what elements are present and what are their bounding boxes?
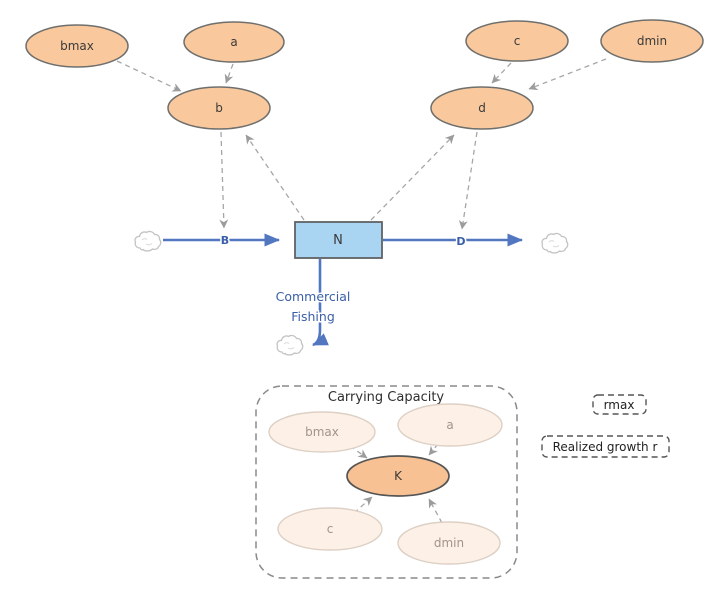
variable-a[interactable]: a xyxy=(183,21,285,63)
variable-c-label: c xyxy=(514,34,521,48)
link-d-to-outflow[interactable] xyxy=(458,131,478,230)
variable-d-label: d xyxy=(478,101,486,115)
cc-variable-bmax[interactable]: bmax xyxy=(268,411,376,453)
outflow-label[interactable]: D xyxy=(455,234,467,250)
cc-variable-a-label: a xyxy=(446,418,453,432)
stock-label: N xyxy=(333,233,343,248)
link-dmin-to-d[interactable] xyxy=(528,58,607,91)
variable-a-label: a xyxy=(230,35,237,49)
link-b-to-inflow[interactable] xyxy=(219,131,229,229)
link-stock-to-d[interactable] xyxy=(370,134,455,221)
carrying-capacity-title: Carrying Capacity xyxy=(328,390,445,405)
fishing-pipe[interactable] xyxy=(312,259,329,347)
legend-realized-growth-label: Realized growth r xyxy=(553,440,658,454)
inflow-label[interactable]: B xyxy=(219,233,230,249)
variable-b[interactable]: b xyxy=(167,86,271,130)
link-bmax-to-b[interactable] xyxy=(116,60,182,92)
legend-rmax-box[interactable] xyxy=(592,394,647,415)
cc-variable-k[interactable]: K xyxy=(346,455,450,497)
cc-variable-k-label: K xyxy=(394,469,403,483)
influence-links xyxy=(116,58,607,230)
stock-rect[interactable] xyxy=(294,221,383,259)
variable-bmax[interactable]: bmax xyxy=(25,24,129,68)
variable-dmin-label: dmin xyxy=(637,34,667,48)
source-cloud-icon xyxy=(134,230,162,252)
carrying-capacity-panel: Carrying Capacity bmax a K c dmin xyxy=(255,385,518,579)
legend-realized-growth-box[interactable] xyxy=(541,435,670,458)
link-a-to-b[interactable] xyxy=(224,63,234,84)
legend-realized-growth[interactable]: Realized growth r xyxy=(541,435,670,458)
cc-variable-a[interactable]: a xyxy=(397,403,503,447)
fishing-flow-label-line2[interactable]: Fishing xyxy=(290,308,337,326)
cc-variable-c[interactable]: c xyxy=(277,507,383,551)
legend-rmax-label: rmax xyxy=(604,398,635,412)
variable-bmax-label: bmax xyxy=(60,39,94,53)
variable-c[interactable]: c xyxy=(465,20,569,62)
variable-dmin[interactable]: dmin xyxy=(600,19,704,63)
carrying-capacity-box[interactable] xyxy=(255,385,518,579)
stock-N[interactable]: N xyxy=(294,221,383,259)
cc-variable-bmax-label: bmax xyxy=(305,425,339,439)
variable-d[interactable]: d xyxy=(430,86,534,130)
fishing-cloud-icon xyxy=(276,334,304,356)
sink-cloud-icon xyxy=(541,232,569,254)
cc-variable-c-label: c xyxy=(327,522,334,536)
link-stock-to-b[interactable] xyxy=(245,134,305,221)
fishing-flow-label-line1[interactable]: Commercial xyxy=(274,288,352,306)
flow-system: B D Commercial Fishing xyxy=(134,230,569,356)
variable-b-label: b xyxy=(215,101,223,115)
legend-rmax[interactable]: rmax xyxy=(592,394,647,415)
link-ccdmin-to-k[interactable] xyxy=(428,498,443,524)
cc-variable-dmin-label: dmin xyxy=(434,536,464,550)
link-c-to-d[interactable] xyxy=(491,62,512,84)
cc-variable-dmin[interactable]: dmin xyxy=(397,521,501,565)
